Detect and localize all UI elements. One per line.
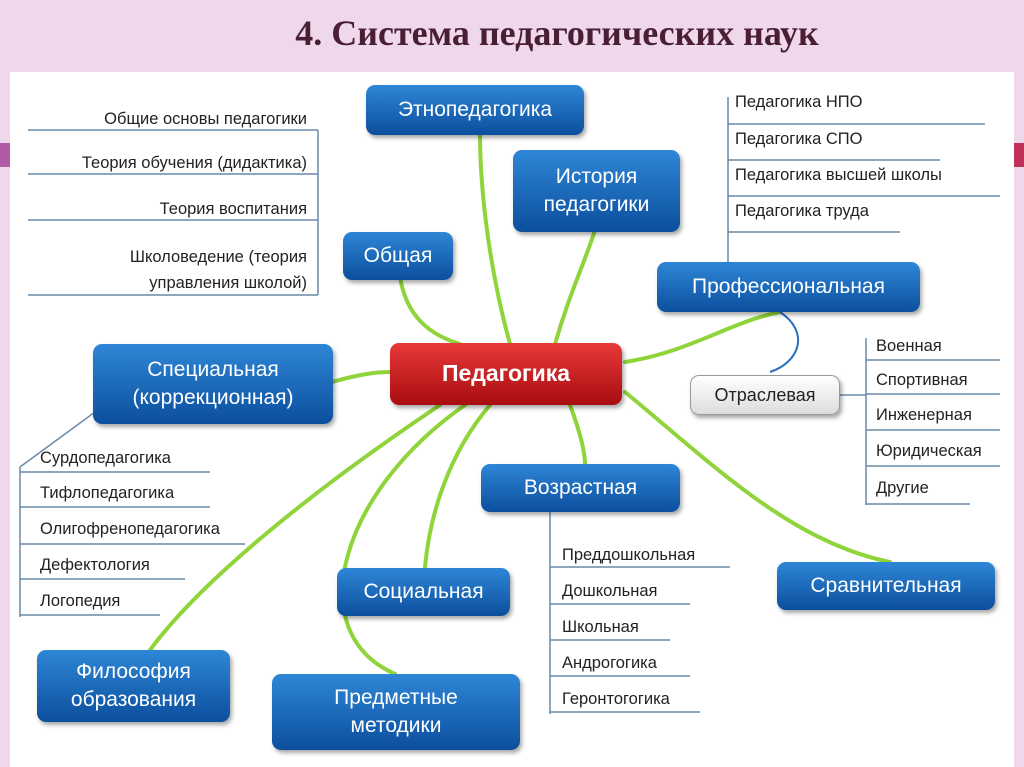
edge-comparative	[623, 390, 892, 564]
node-methods[interactable]: Предметные методики	[272, 674, 520, 750]
edge-professional	[623, 310, 782, 364]
node-age[interactable]: Возрастная	[481, 464, 680, 512]
list-item: Военная	[876, 337, 942, 355]
list-item: Общие основы педагогики	[104, 110, 307, 128]
list-item: Инженерная	[876, 406, 972, 424]
list-item: Теория воспитания	[159, 200, 307, 218]
list-item: Педагогика НПО	[735, 93, 863, 111]
list-item: Дефектология	[40, 556, 150, 574]
node-root-pedagogy[interactable]: Педагогика	[390, 343, 622, 405]
list-item: Геронтогогика	[562, 690, 670, 708]
list-item: Тифлопедагогика	[40, 484, 175, 502]
node-comparative[interactable]: Сравнительная	[777, 562, 995, 610]
list-item: Олигофренопедагогика	[40, 520, 220, 538]
page-title: 4. Система педагогических наук	[295, 13, 819, 53]
list-item: Андрогогика	[562, 654, 657, 672]
edge-general	[398, 275, 462, 346]
node-philosophy[interactable]: Философия образования	[37, 650, 230, 722]
list-item: Педагогика высшей школы	[735, 166, 942, 184]
edge-age	[568, 403, 587, 466]
edge-philosophy	[148, 403, 442, 652]
node-ethnopedagogy[interactable]: Этнопедагогика	[366, 85, 584, 135]
list-item: Педагогика труда	[735, 202, 869, 220]
edge-social	[423, 403, 492, 569]
list-item: Спортивная	[876, 371, 968, 389]
node-professional[interactable]: Профессиональная	[657, 262, 920, 312]
list-item: Теория обучения (дидактика)	[81, 154, 307, 172]
node-special[interactable]: Специальная (коррекционная)	[93, 344, 333, 424]
list-item: Другие	[876, 479, 929, 497]
list-item: Школьная	[562, 618, 639, 636]
edge-ethno	[478, 132, 512, 346]
edge-special	[330, 370, 392, 384]
list-item: Сурдопедагогика	[40, 449, 171, 467]
edge-branch	[769, 311, 800, 373]
node-branch[interactable]: Отраслевая	[690, 375, 840, 415]
node-social[interactable]: Социальная	[337, 568, 510, 616]
edge-history	[553, 228, 597, 346]
decor-band-right	[1014, 143, 1024, 167]
decor-band-left	[0, 143, 10, 167]
connectors	[19, 97, 1000, 714]
list-item: Юридическая	[876, 442, 982, 460]
list-item: Школоведение (теория управления школой)	[129, 248, 307, 292]
list-item: Преддошкольная	[562, 546, 696, 564]
mind-map: Этнопедагогика История педагогики Общая …	[10, 72, 1014, 767]
list-item: Педагогика СПО	[735, 130, 863, 148]
node-general[interactable]: Общая	[343, 232, 453, 280]
list-item: Дошкольная	[562, 582, 658, 600]
edge-methods	[340, 403, 467, 676]
node-history[interactable]: История педагогики	[513, 150, 680, 232]
list-item: Логопедия	[40, 592, 121, 610]
